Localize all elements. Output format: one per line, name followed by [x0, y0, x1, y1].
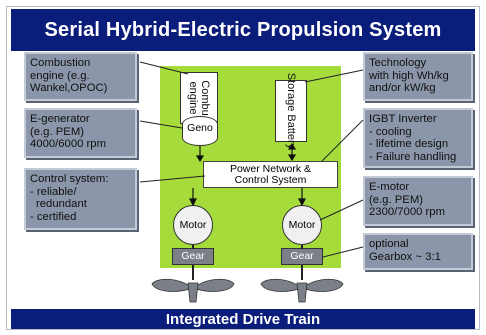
note-control-system: Control system: - reliable/ redundant - … — [24, 168, 137, 230]
generator-cylinder: Geno — [182, 116, 218, 146]
slide-title: Serial Hybrid-Electric Propulsion System — [11, 9, 475, 51]
combustion-engine-label: Combu engine — [187, 80, 211, 116]
power-network-box: Power Network & Control System — [203, 161, 338, 188]
combustion-engine-box: Combu engine — [180, 72, 218, 124]
gear-left: Gear — [172, 248, 214, 265]
note-e-motor: E-motor (e.g. PEM) 2300/7000 rpm — [363, 176, 473, 226]
storage-battery-label: Storage Battery — [285, 72, 297, 150]
gear-right: Gear — [281, 248, 323, 265]
slide-footer: Integrated Drive Train — [11, 309, 475, 329]
note-gearbox: optional Gearbox ~ 3:1 — [363, 233, 473, 270]
storage-battery-box: Storage Battery — [275, 73, 307, 149]
power-network-label-2: Control System — [234, 174, 307, 186]
note-igbt-inverter: IGBT Inverter - cooling - lifetime desig… — [363, 108, 473, 168]
power-network-label-1: Power Network & — [229, 163, 312, 175]
motor-right: Motor — [282, 205, 322, 245]
note-e-generator: E-generator (e.g. PEM) 4000/6000 rpm — [24, 108, 137, 158]
motor-left: Motor — [173, 205, 213, 245]
note-combustion-engine: Combustion engine (e.g. Wankel,OPOC) — [24, 52, 137, 101]
note-technology: Technology with high Wh/kg and/or kW/kg — [363, 52, 473, 101]
